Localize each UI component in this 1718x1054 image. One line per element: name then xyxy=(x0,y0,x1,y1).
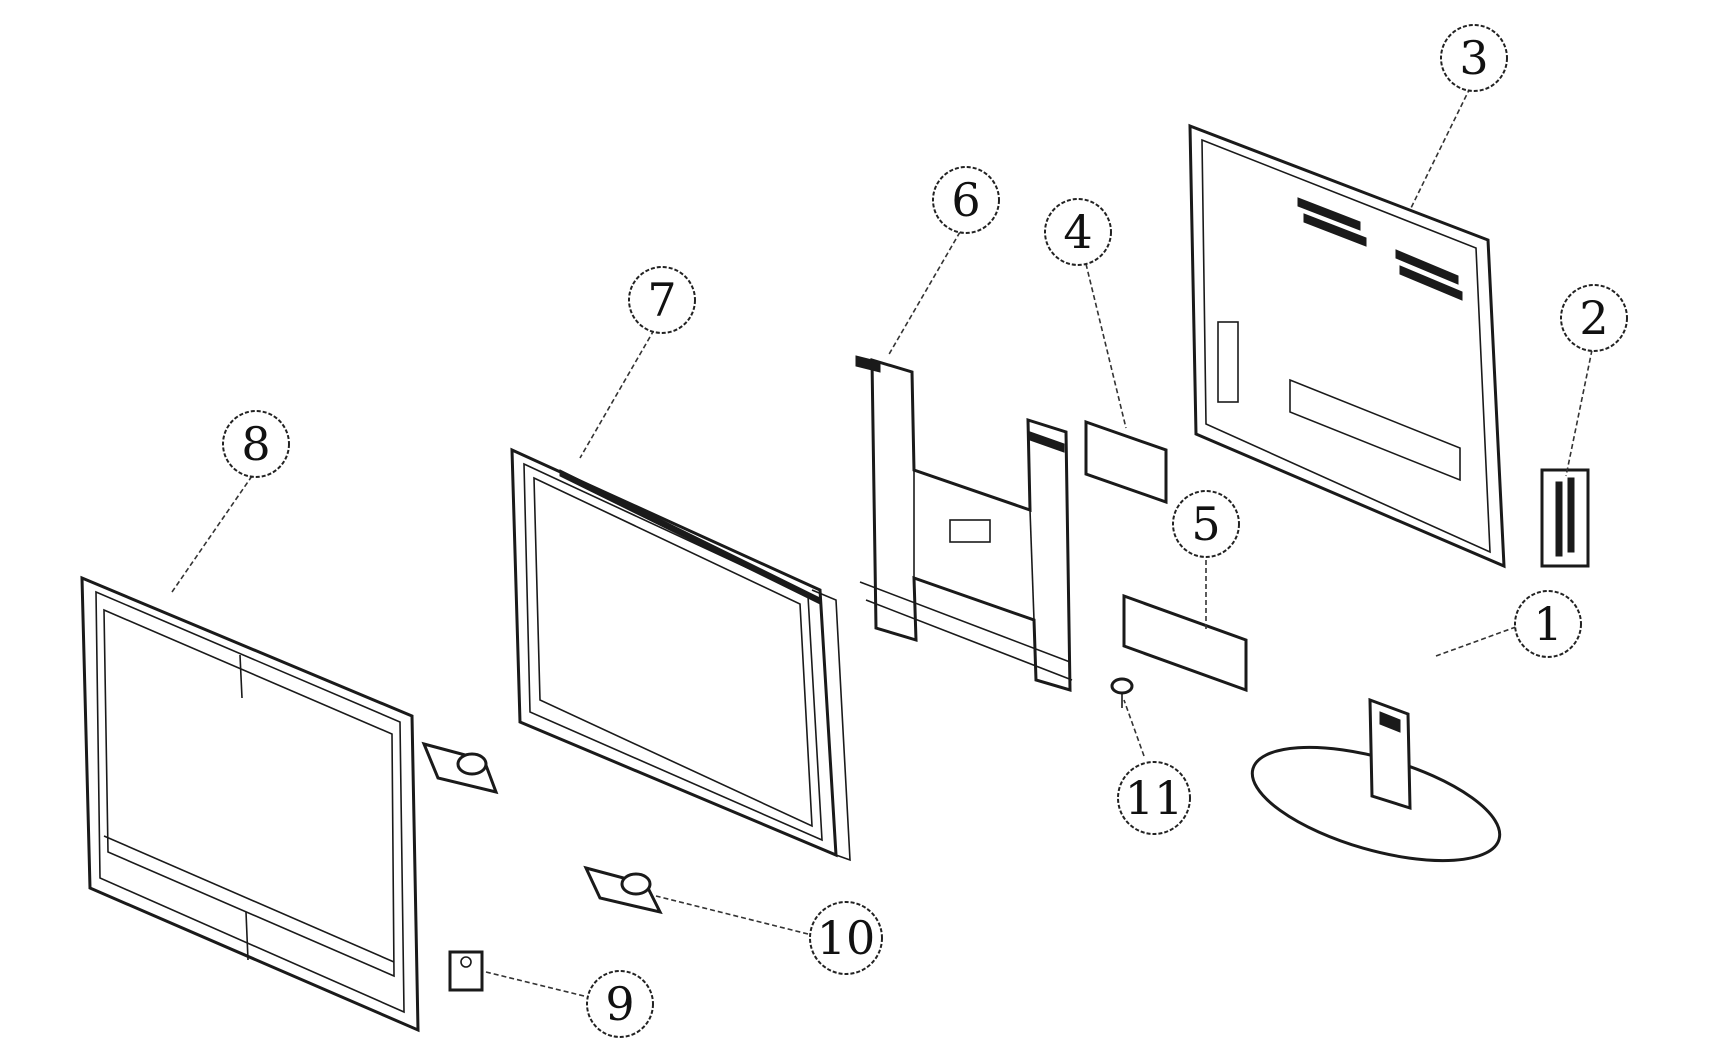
svg-text:2: 2 xyxy=(1579,291,1608,345)
part-speaker-left xyxy=(421,741,499,795)
svg-text:7: 7 xyxy=(647,273,676,327)
svg-text:4: 4 xyxy=(1063,205,1092,259)
svg-text:6: 6 xyxy=(951,173,980,227)
part-stand xyxy=(1250,697,1502,863)
svg-text:3: 3 xyxy=(1459,31,1488,85)
callout-10: 10 xyxy=(809,901,883,975)
svg-text:11: 11 xyxy=(1125,771,1184,825)
callout-4: 4 xyxy=(1044,198,1112,266)
part-ir-clip xyxy=(448,950,484,992)
callout-11: 11 xyxy=(1117,761,1191,835)
callout-5: 5 xyxy=(1172,490,1240,558)
callout-6: 6 xyxy=(932,166,1000,234)
part-control-board xyxy=(1084,419,1168,505)
svg-text:1: 1 xyxy=(1533,597,1562,651)
svg-text:10: 10 xyxy=(817,911,876,965)
part-chassis-bracket xyxy=(855,355,1073,693)
callout-9: 9 xyxy=(586,970,654,1038)
callout-3: 3 xyxy=(1440,24,1508,92)
leader-lines xyxy=(171,87,1593,997)
callout-1: 1 xyxy=(1514,590,1582,658)
svg-text:9: 9 xyxy=(605,977,634,1031)
part-front-bezel xyxy=(80,575,420,1033)
part-speaker xyxy=(583,865,663,915)
part-screw xyxy=(1110,677,1134,708)
part-side-label xyxy=(1540,468,1590,568)
callout-8: 8 xyxy=(222,410,290,478)
svg-text:5: 5 xyxy=(1191,497,1220,551)
part-main-board xyxy=(1122,593,1248,693)
callout-2: 2 xyxy=(1560,284,1628,352)
svg-text:8: 8 xyxy=(241,417,270,471)
part-rear-cover xyxy=(1188,123,1506,569)
callout-7: 7 xyxy=(628,266,696,334)
part-panel-frame xyxy=(510,447,851,862)
